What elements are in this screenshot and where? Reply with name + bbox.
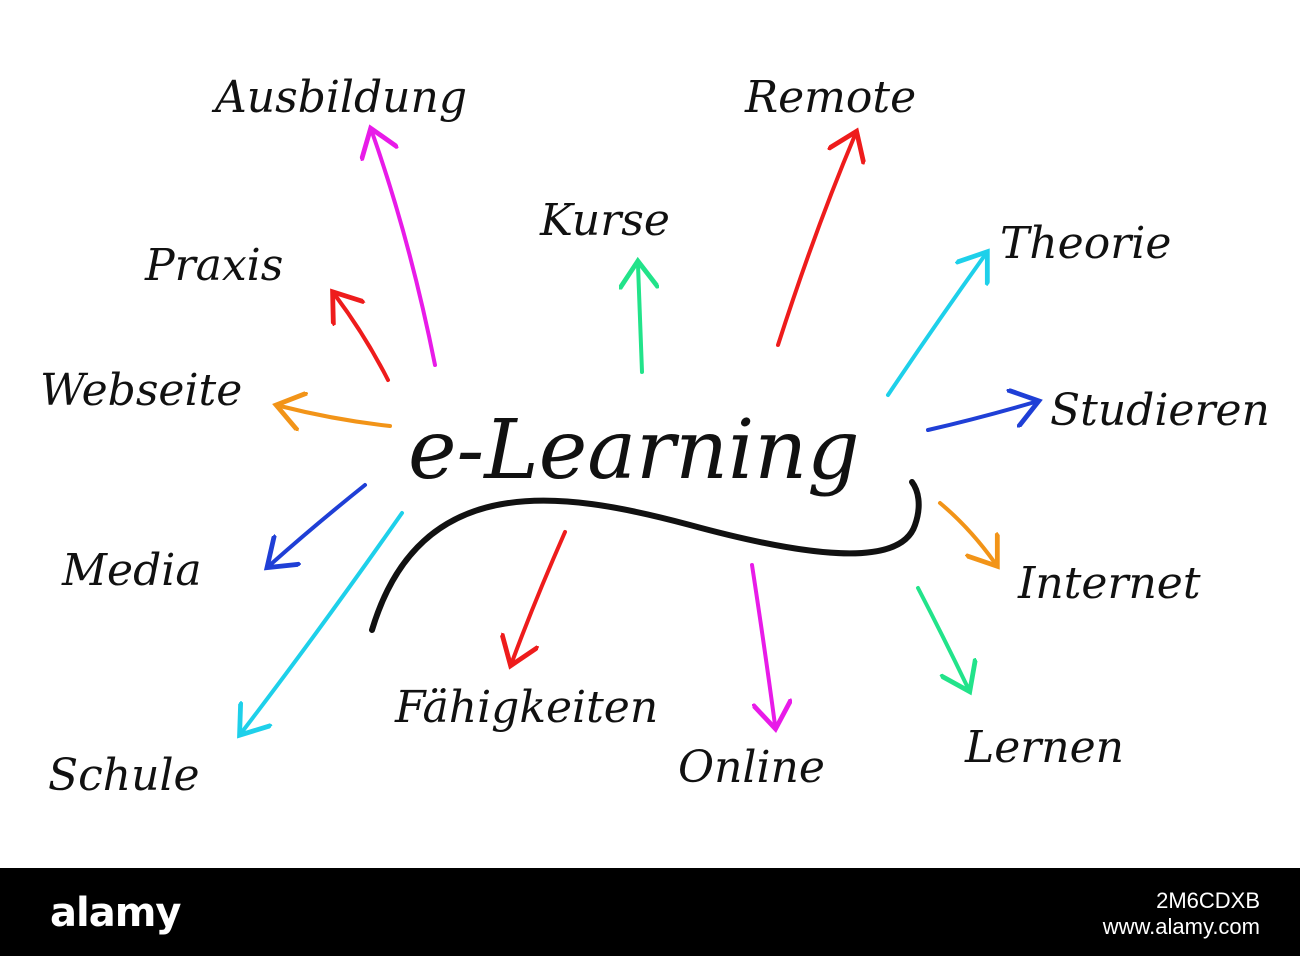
arrow-online <box>750 563 775 725</box>
arrow-praxis <box>335 295 390 382</box>
center-word: e-Learning <box>408 403 860 498</box>
alamy-logo: alamy <box>50 890 181 936</box>
arrow-lernen <box>916 586 968 688</box>
keyword-remote: Remote <box>744 72 916 123</box>
keyword-schule: Schule <box>48 750 200 801</box>
arrow-media <box>270 483 367 565</box>
keyword-media: Media <box>61 545 202 596</box>
keyword-online: Online <box>678 742 825 793</box>
arrow-remote <box>776 135 855 347</box>
keyword-faehigkeiten: Fähigkeiten <box>394 682 658 733</box>
arrow-theorie <box>886 255 985 397</box>
keyword-webseite: Webseite <box>40 365 242 416</box>
keyword-praxis: Praxis <box>144 240 283 291</box>
arrow-faehigkeiten <box>512 530 567 662</box>
arrow-schule <box>242 511 404 732</box>
keyword-theorie: Theorie <box>1000 218 1171 269</box>
arrow-ausbildung <box>372 132 437 367</box>
keyword-ausbildung: Ausbildung <box>211 72 467 123</box>
arrow-studieren <box>926 402 1035 432</box>
keyword-internet: Internet <box>1017 558 1201 609</box>
image-id: 2M6CDXB <box>1156 888 1260 913</box>
arrow-kurse <box>638 265 642 374</box>
keyword-lernen: Lernen <box>964 722 1124 773</box>
center-swoosh <box>369 479 922 633</box>
watermark-footer: alamy 2M6CDXB www.alamy.com <box>0 868 1300 956</box>
site-url: www.alamy.com <box>1102 914 1260 939</box>
arrow-webseite <box>280 406 392 426</box>
arrow-internet <box>938 501 995 563</box>
mind-map-diagram: e-Learning Ausbildung Remote Kurse Theor… <box>40 72 1270 801</box>
keyword-kurse: Kurse <box>539 195 670 246</box>
image-meta: 2M6CDXB www.alamy.com <box>1103 888 1260 940</box>
keyword-studieren: Studieren <box>1050 385 1270 436</box>
